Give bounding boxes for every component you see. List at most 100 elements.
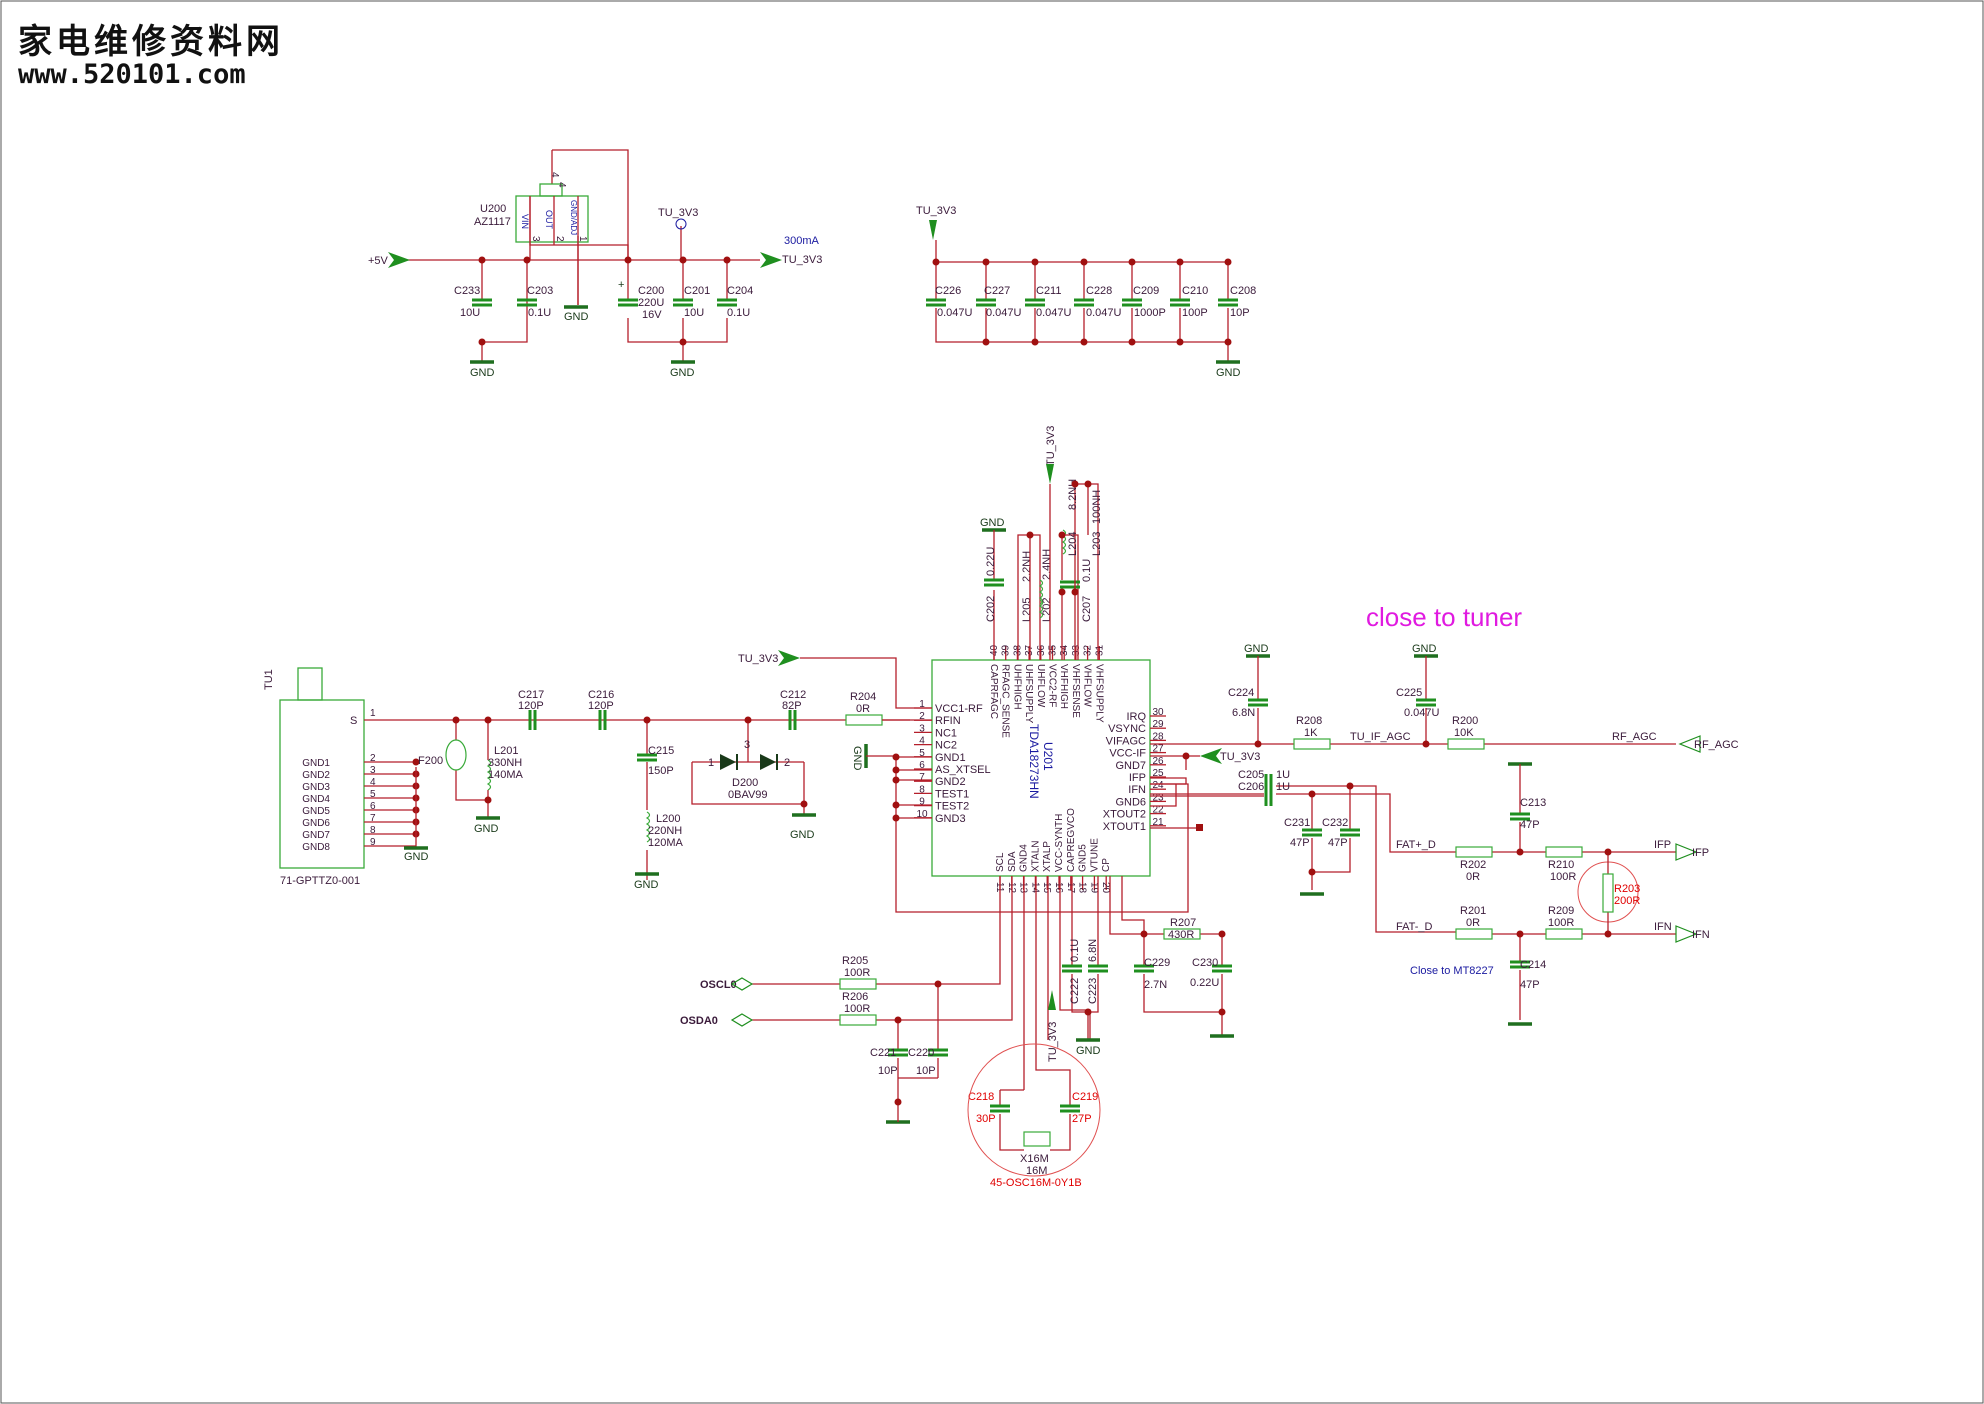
c207-ref: C207	[1081, 596, 1093, 622]
c211-ref: C211	[1036, 285, 1061, 297]
d200-diode-b	[760, 754, 776, 770]
u201-pin-num: 25	[1152, 768, 1164, 779]
u201-pin-name: GND6	[1115, 796, 1146, 808]
plus5v-port	[388, 252, 410, 268]
u201-pin-name: CP	[1101, 858, 1112, 872]
c216	[598, 710, 607, 730]
tu1-pin-num: 7	[370, 813, 376, 824]
r202-ref: R202	[1460, 859, 1486, 871]
gnd-label-c202: GND	[980, 517, 1005, 529]
tu3v3-out-port	[760, 252, 782, 268]
tu1-pin-name: GND2	[302, 770, 330, 781]
tu1-part: 71-GPTTZ0-001	[280, 875, 360, 887]
c210	[1170, 298, 1190, 307]
c232-val: 47P	[1328, 837, 1348, 849]
c207-val: 0.1U	[1081, 559, 1093, 582]
c222-val: 0.1U	[1069, 939, 1081, 962]
c230-val: 0.22U	[1190, 977, 1219, 989]
x16m-ref: X16M	[1020, 1153, 1049, 1165]
c203-ref: C203	[527, 285, 553, 297]
c228	[1074, 298, 1094, 307]
u201-pin-num: 28	[1152, 731, 1164, 742]
u201-pin-num: 6	[919, 760, 925, 771]
r204-resistor	[845, 714, 883, 726]
if-output-section: close to tuner GND C224 6.8N GND C225 0.…	[1150, 602, 1739, 1026]
tu3v3-ic-top-label: TU_3V3	[1045, 426, 1057, 466]
u201-pin-name: RFAGC_SENSE	[1000, 664, 1011, 738]
u201-pin-num: 31	[1094, 644, 1105, 656]
c206	[1264, 786, 1273, 806]
plus5v-label: +5V	[368, 255, 389, 267]
c223-ref: C223	[1087, 978, 1099, 1004]
c224-ref: C224	[1228, 687, 1254, 699]
u201-pin-num: 4	[919, 736, 925, 747]
c208	[1218, 298, 1238, 307]
l200-val2: 120MA	[648, 837, 684, 849]
c224	[1248, 698, 1268, 707]
r208-ref: R208	[1296, 715, 1322, 727]
ifn-port-label: IFN	[1692, 929, 1710, 941]
c226	[926, 298, 946, 307]
f200-fuse	[445, 739, 467, 771]
c202-val: 0.22U	[985, 547, 997, 576]
c219	[1060, 1104, 1080, 1113]
u201-pin-name: UHFHIGH	[1011, 664, 1022, 710]
r210-resistor	[1545, 846, 1583, 858]
u201-pin-name: XTALP	[1042, 841, 1053, 872]
c220-val: 10P	[916, 1065, 936, 1077]
c201-ref: C201	[684, 285, 710, 297]
u201-pin-num: 20	[1100, 882, 1111, 894]
fatn-label: FAT-_D	[1396, 921, 1433, 933]
l201-val: 330NH	[488, 757, 522, 769]
tu1-pin-name: GND3	[302, 782, 330, 793]
tu3v3-out-label: TU_3V3	[782, 254, 822, 266]
tu1-pin-num: 9	[370, 837, 376, 848]
u201-pin-name: TEST2	[935, 801, 969, 813]
u200-pin-gnd: GND/ADJ	[569, 200, 578, 235]
c218-val: 30P	[976, 1113, 996, 1125]
c210-val: 100P	[1182, 307, 1208, 319]
u201-pin-name: GND7	[1115, 760, 1146, 772]
fatp-label: FAT+_D	[1396, 839, 1436, 851]
c215-ref: C215	[648, 745, 674, 757]
c208-val: 10P	[1230, 307, 1250, 319]
d200-p3: 3	[744, 739, 750, 751]
u201-pin-num: 27	[1152, 744, 1164, 755]
r203-ref: R203	[1614, 883, 1640, 895]
u201-pin-name: TEST1	[935, 788, 969, 800]
c228-val: 0.047U	[1086, 307, 1122, 319]
c204-val: 0.1U	[727, 307, 750, 319]
x16m-val: 16M	[1026, 1165, 1047, 1177]
c206-ref: C206	[1238, 781, 1264, 793]
u201-pin-num: 12	[1006, 882, 1017, 894]
u201-pin-name: CAPRFAGC	[988, 664, 999, 719]
gnd-label-l201: GND	[474, 823, 499, 835]
ifp-port-label: IFP	[1692, 847, 1709, 859]
u201-pin-name: SDA	[1007, 851, 1018, 872]
c212-ref: C212	[780, 689, 806, 701]
r205-val: 100R	[844, 967, 870, 979]
c225-ref: C225	[1396, 687, 1422, 699]
u200-pin3: 3	[530, 236, 541, 242]
u201-pin-num: 14	[1029, 882, 1040, 894]
u201-pin-num: 22	[1152, 805, 1164, 816]
u201-pin-name: GND5	[1078, 844, 1089, 872]
u201-pin-num: 39	[1001, 644, 1012, 656]
tu3v3-synth-label: TU_3V3	[1047, 1022, 1059, 1062]
u201-pin-name: GND2	[935, 776, 966, 788]
c217-val: 120P	[518, 700, 544, 712]
u201-pin-name: AS_XTSEL	[935, 764, 991, 776]
u201-pin-name: VCC-IF	[1109, 748, 1146, 760]
d200-diode-a	[720, 754, 736, 770]
oscl0-port	[730, 977, 754, 991]
u201-pin-name: VHFHIGH	[1058, 664, 1069, 709]
l200-val: 220NH	[648, 825, 682, 837]
c207	[1060, 580, 1080, 589]
c205-val: 1U	[1276, 769, 1290, 781]
u201-pin-num: 18	[1077, 882, 1088, 894]
c223	[1088, 964, 1108, 973]
r203-val: 200R	[1614, 895, 1640, 907]
c214-ref: C214	[1520, 959, 1546, 971]
